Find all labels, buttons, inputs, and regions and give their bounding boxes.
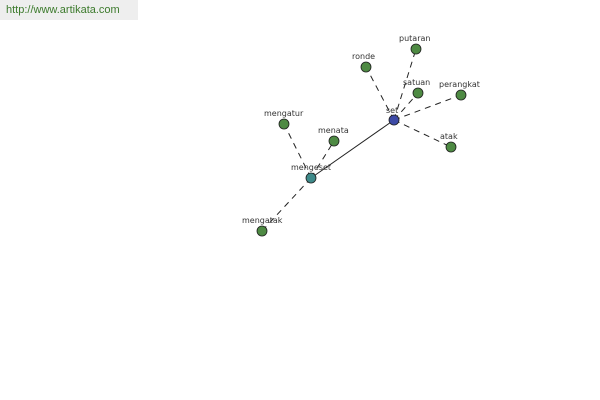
- node-perangkat[interactable]: [455, 89, 467, 101]
- site-url-link[interactable]: http://www.artikata.com: [0, 0, 138, 20]
- graph-edges: [261, 48, 462, 232]
- node-label-mengatak: mengatak: [242, 216, 283, 225]
- edge-set-perangkat: [393, 94, 462, 121]
- graph-labels: set mengeset putaran ronde satuan perangkat at…: [242, 34, 480, 225]
- node-set[interactable]: [388, 114, 400, 126]
- node-label-menata: menata: [318, 126, 349, 135]
- node-menata[interactable]: [328, 135, 340, 147]
- edge-menyeset-mengatak: [261, 177, 312, 232]
- edge-set-menyeset: [310, 119, 395, 179]
- node-label-atak: atak: [440, 132, 458, 141]
- node-label-putaran: putaran: [399, 34, 430, 43]
- node-label-set: set: [386, 106, 398, 115]
- node-label-perangkat: perangkat: [439, 80, 480, 89]
- node-atak[interactable]: [445, 141, 457, 153]
- node-satuan[interactable]: [412, 87, 424, 99]
- node-label-ronde: ronde: [352, 52, 375, 61]
- node-mengatak[interactable]: [256, 225, 268, 237]
- node-mengatur[interactable]: [278, 118, 290, 130]
- edge-set-putaran: [393, 48, 417, 121]
- node-menyeset[interactable]: [305, 172, 317, 184]
- node-label-satuan: satuan: [403, 78, 430, 87]
- node-label-mengatur: mengatur: [264, 109, 304, 118]
- node-putaran[interactable]: [410, 43, 422, 55]
- edge-set-ronde: [365, 66, 395, 121]
- graph-nodes: [256, 43, 467, 237]
- node-ronde[interactable]: [360, 61, 372, 73]
- edge-menyeset-menata: [310, 140, 335, 179]
- node-label-menyeset: mengeset: [291, 163, 331, 172]
